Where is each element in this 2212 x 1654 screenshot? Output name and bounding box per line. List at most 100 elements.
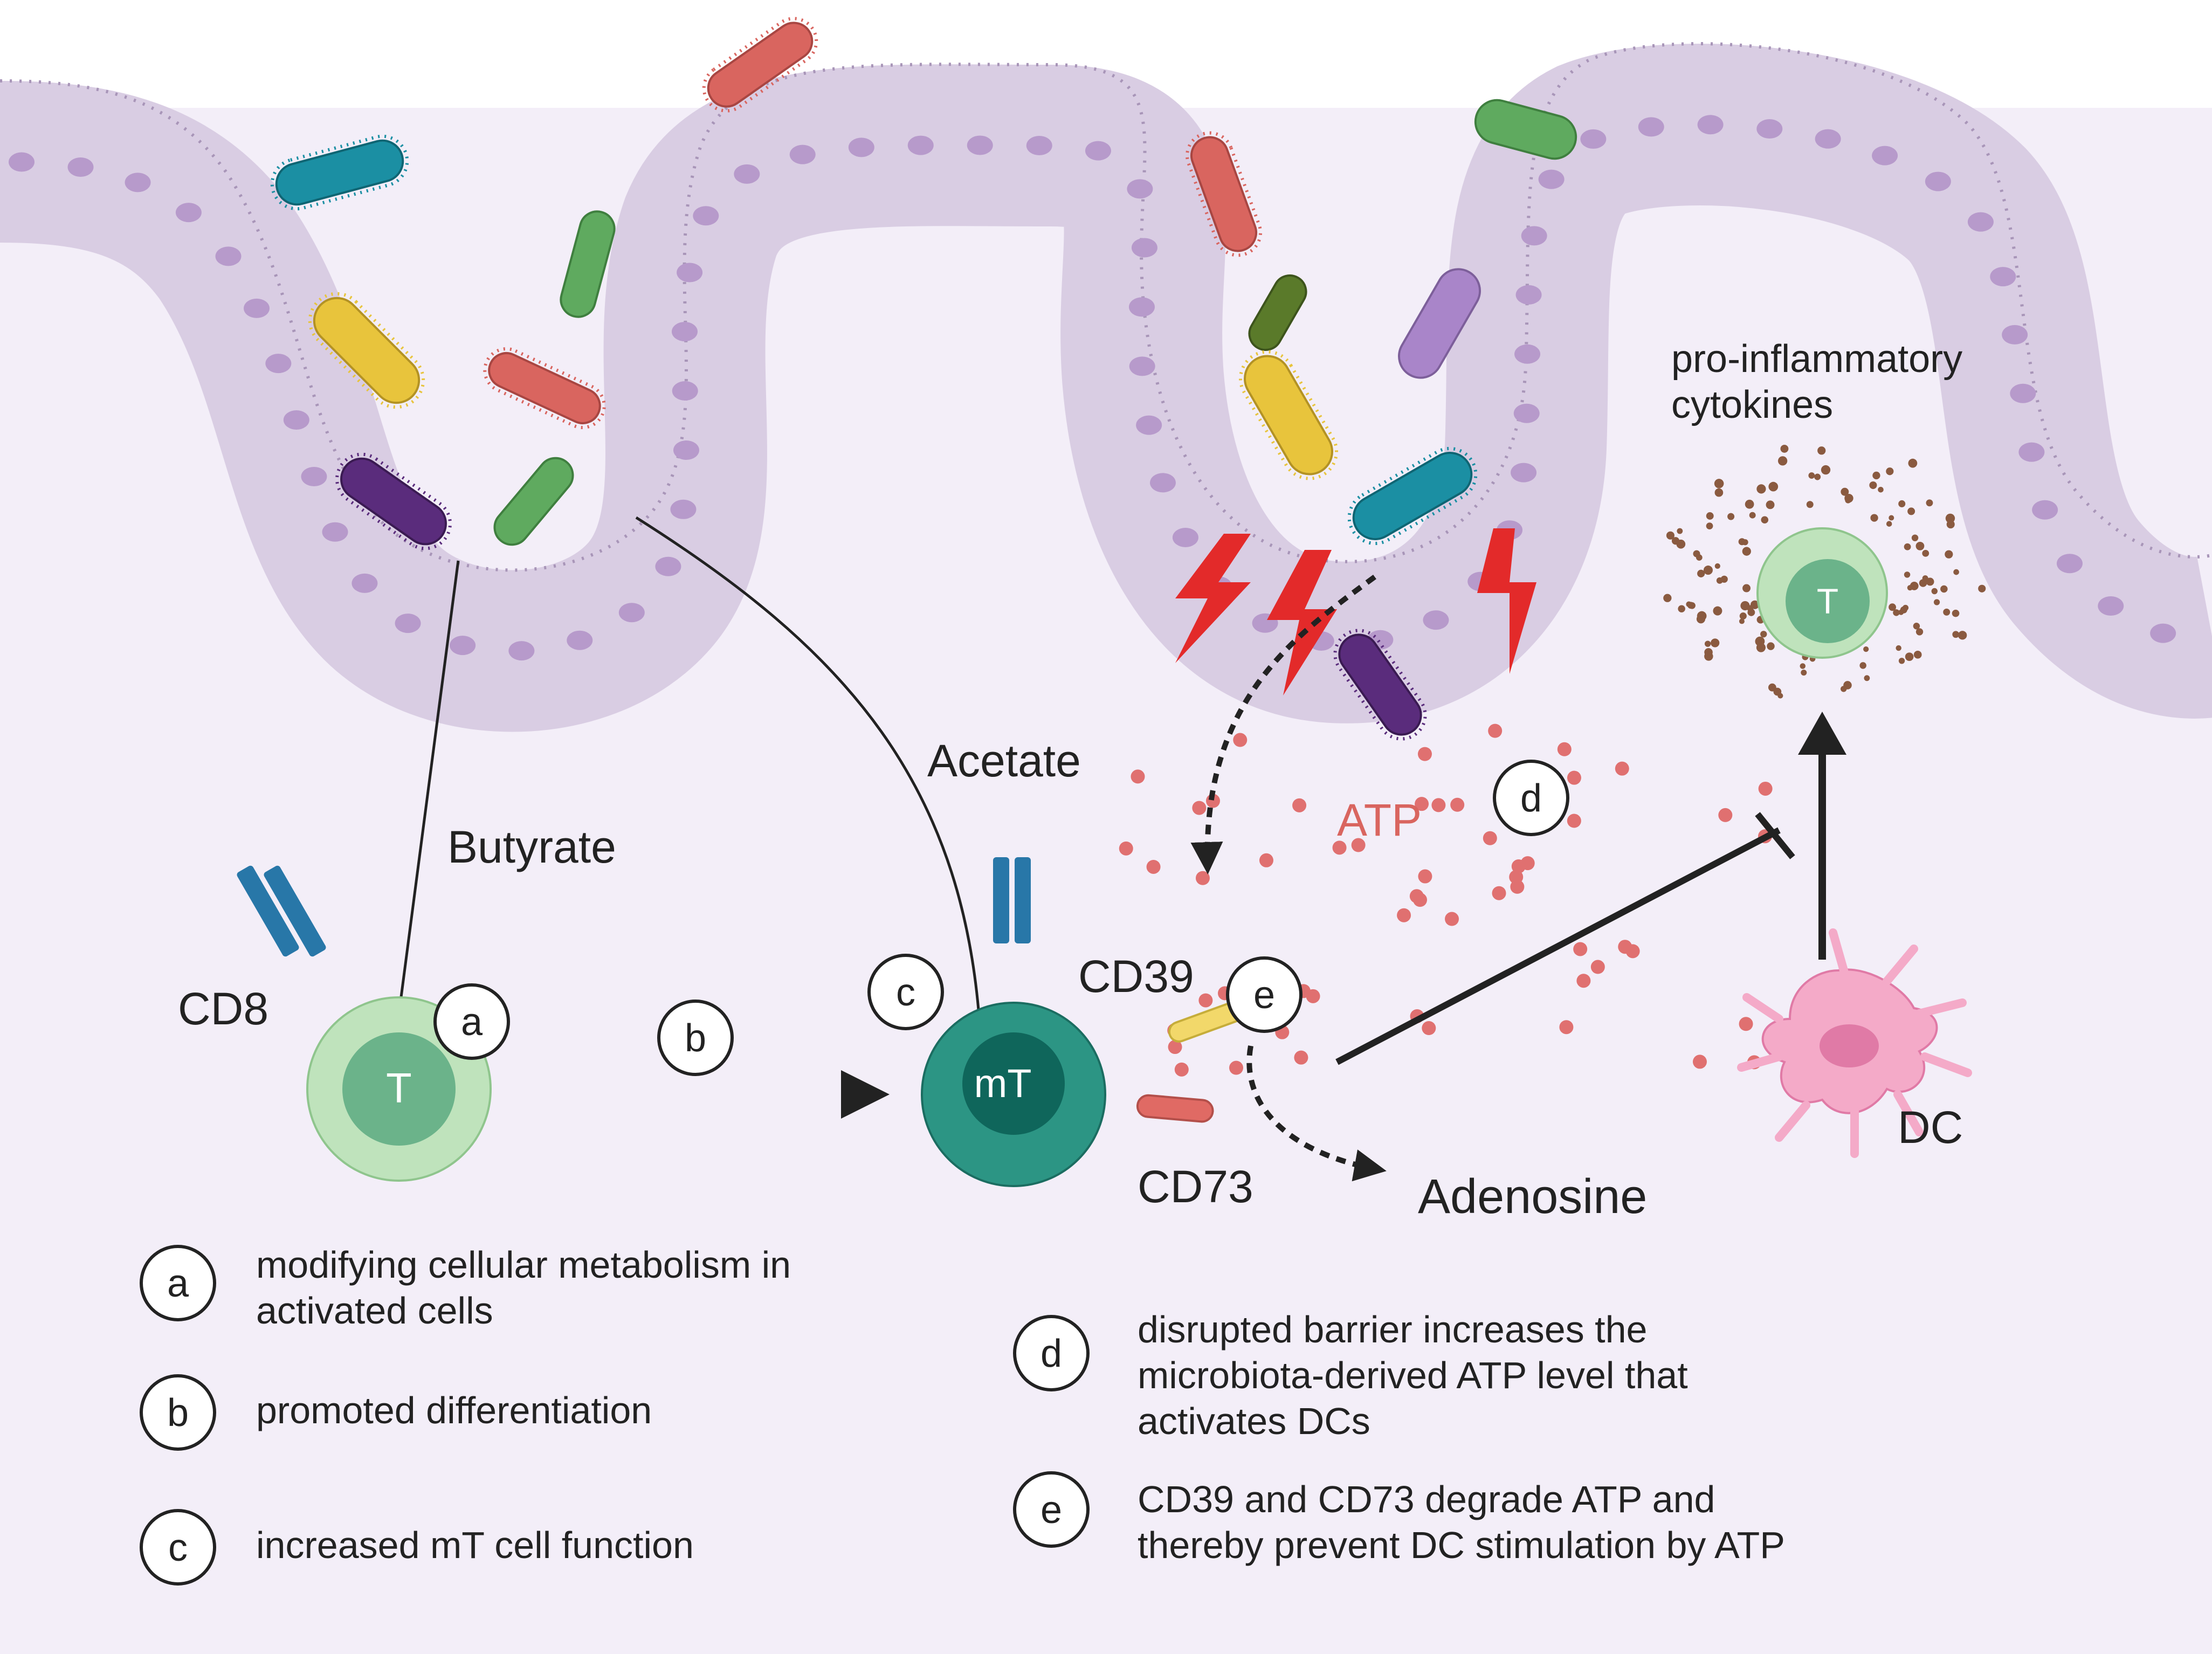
atp-dot [1445,912,1459,926]
inhibition-line [1335,827,1781,1065]
cytokine-dot [1696,554,1703,561]
cytokine-dot [1896,645,1901,651]
cytokine-dot [1745,499,1754,509]
cytokine-dot [1915,628,1924,636]
cytokine-dot [1714,488,1724,497]
epithelial-nucleus [1129,356,1155,376]
cytokine-dot [1808,472,1815,479]
atp-dot [1483,831,1497,845]
epithelial-nucleus [125,173,151,192]
epithelial-nucleus [1131,238,1157,258]
differentiation-arrowhead [841,1070,890,1119]
atp-dot [1567,770,1581,785]
legend-text-c: increased mT cell function [256,1524,694,1566]
epithelial-nucleus [848,137,874,157]
epithelial-nucleus [1990,267,2016,287]
legend-key-d: d [1040,1332,1062,1375]
atp-dot [1576,974,1591,988]
legend-key-b: b [167,1391,189,1435]
atp-dot [1332,840,1347,855]
cytokine-dot [1886,521,1892,527]
epithelial-nucleus [567,630,593,650]
gut-microbiota [270,17,1577,741]
epithelial-nucleus [2150,623,2176,643]
step-marker-a: a [433,983,510,1060]
cytokine-dot [1739,618,1745,624]
cytokine-dot [1926,499,1933,507]
atp-dot [1618,940,1632,954]
cytokine-dot [1863,646,1869,652]
legend-text-a-line-1: modifying cellular metabolism in [256,1244,791,1286]
epithelial-nucleus [1423,610,1449,630]
cytokine-dot [1777,456,1788,466]
epithelial-nucleus [1511,463,1537,483]
cytokines-label-line-1: pro-inflammatory [1671,337,1962,381]
atp-dot [1168,1040,1182,1055]
atp-dot [1418,869,1432,884]
cytokine-dot [1904,571,1911,578]
epithelial-nucleus [1149,473,1176,493]
cytokine-dot [1859,662,1866,669]
epithelial-nucleus [670,499,697,519]
epithelial-nucleus [2056,554,2083,574]
epithelial-nucleus [352,573,378,593]
cytokine-dot [1931,588,1938,595]
cytokine-dot [1666,531,1674,540]
atp-dot [1567,814,1581,828]
cytokine-dot [1910,582,1919,590]
cytokine-dot [1714,479,1724,488]
atp-dot [1417,747,1432,761]
intestinal-epithelium [0,44,2212,732]
legend-key-c: c [168,1526,188,1569]
butyrate-label: Butyrate [447,822,616,872]
atp-dot [1195,871,1210,885]
cytokine-dot [1742,584,1751,592]
epithelial-nucleus [673,440,699,460]
dc-activation-arrowhead [1798,712,1846,755]
atp-dot [1294,1050,1308,1065]
epithelial-nucleus [671,322,698,342]
cytokine-dot [1727,513,1735,520]
cytokine-dot [1814,473,1821,480]
epithelial-nucleus [672,381,698,401]
step-marker-d-label: d [1520,777,1542,820]
atp-dot [1450,797,1465,812]
epithelial-nucleus [1127,179,1153,199]
epithelial-nucleus [1697,115,1724,135]
cytokine-dot [1915,541,1925,550]
cytokine-dot [1864,675,1870,681]
epithelial-nucleus [789,144,816,164]
cytokine-dot [1898,500,1906,507]
epithelial-nucleus [1756,119,1783,139]
cd8-receptor [237,865,326,957]
cytokine-dot [1716,577,1723,584]
epithelial-nucleus [734,164,760,184]
cytokine-dot [1869,481,1877,490]
cytokine-dot [1663,594,1672,602]
cytokine-dot [1800,663,1806,669]
bacterium-green [493,457,574,546]
epithelial-nucleus [244,298,270,318]
legend-item-d: d disrupted barrier increases the microb… [1013,1308,1688,1442]
atp-dot [1259,853,1273,867]
cytokine-dot [1704,640,1711,647]
legend-item-c: c increased mT cell function [140,1509,694,1586]
step-marker-d: d [1493,760,1569,836]
legend-item-e: e CD39 and CD73 degrade ATP and thereby … [1013,1471,1785,1566]
epithelial-nucleus [1538,169,1565,189]
cytokine-dot [1766,500,1775,509]
atp-dot [1119,841,1133,856]
atp-dot [1520,856,1535,871]
legend-text-d-line-2: microbiota-derived ATP level that [1138,1354,1688,1396]
cytokine-dot [1714,563,1720,569]
atp-dot [1229,1060,1243,1075]
cytokine-dot [1817,446,1826,455]
cytokine-dot [1953,569,1959,575]
cd8-label: CD8 [178,983,268,1034]
atp-dot [1492,886,1506,900]
bacterium-red [1186,131,1262,257]
naive-t-cell-nucleus [342,1032,456,1146]
bacterium-teal [1347,447,1478,545]
adenosine-label: Adenosine [1418,1170,1647,1224]
